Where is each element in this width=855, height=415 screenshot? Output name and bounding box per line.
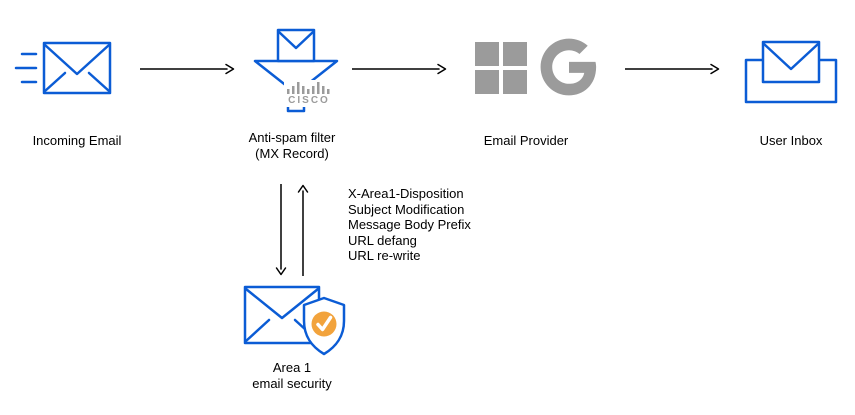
area1-email-security-icon bbox=[243, 285, 346, 356]
google-logo bbox=[540, 38, 597, 96]
cisco-bars-icon bbox=[287, 82, 330, 94]
response-annotations: X-Area1-Disposition Subject Modification… bbox=[348, 186, 471, 264]
annotation-line: Message Body Prefix bbox=[348, 217, 471, 232]
email-provider-label: Email Provider bbox=[483, 133, 569, 148]
arrow-filter-to-area1 bbox=[275, 184, 287, 276]
annotation-line: URL defang bbox=[348, 232, 417, 248]
incoming-email-icon bbox=[14, 41, 112, 95]
incoming-email-label: Incoming Email bbox=[32, 133, 122, 148]
cisco-logo: CISCO bbox=[284, 80, 334, 107]
arrow-area1-to-filter bbox=[297, 184, 309, 276]
check-badge-icon bbox=[311, 311, 337, 337]
anti-spam-filter-label: Anti-spam filter (MX Record) bbox=[222, 130, 362, 162]
anti-spam-filter-label-line1: Anti-spam filter bbox=[248, 130, 336, 145]
user-inbox-icon bbox=[744, 40, 838, 104]
anti-spam-filter-icon bbox=[253, 28, 339, 113]
area1-label-line2: email security bbox=[252, 376, 332, 391]
area1-label-line1: Area 1 bbox=[272, 360, 312, 375]
annotation-line: URL re-write bbox=[348, 248, 421, 263]
area1-label: Area 1 email security bbox=[222, 360, 362, 392]
cisco-wordmark: CISCO bbox=[288, 95, 330, 106]
annotation-line: X-Area1-Disposition bbox=[348, 186, 464, 201]
arrow-provider-to-inbox bbox=[625, 63, 720, 75]
anti-spam-filter-label-line2: (MX Record) bbox=[255, 146, 329, 161]
user-inbox-label: User Inbox bbox=[759, 133, 823, 148]
annotation-line: Subject Modification bbox=[348, 201, 465, 217]
arrow-filter-to-provider bbox=[352, 63, 447, 75]
microsoft-logo bbox=[475, 42, 527, 94]
arrow-incoming-to-filter bbox=[140, 63, 235, 75]
